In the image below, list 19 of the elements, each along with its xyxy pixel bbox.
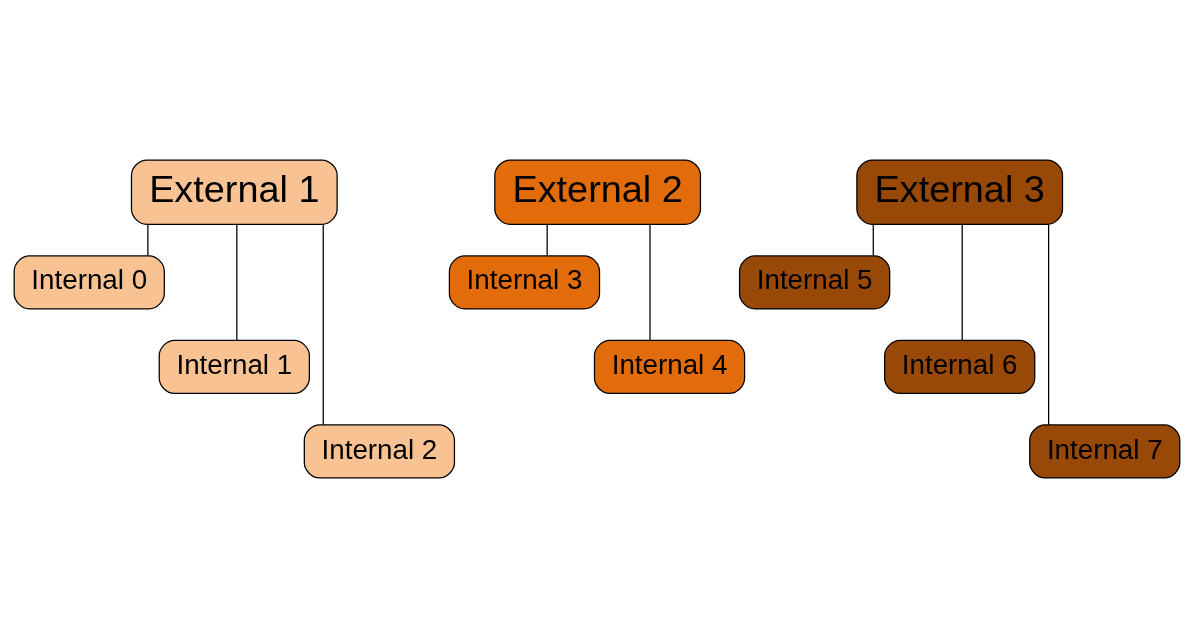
node-box: Internal 5 [738, 254, 891, 310]
node-box: External 1 [130, 158, 338, 225]
node-box: External 3 [856, 158, 1064, 225]
connector [147, 223, 149, 256]
node-box: Internal 7 [1029, 423, 1181, 479]
node-box: Internal 1 [158, 339, 310, 394]
connector [322, 223, 324, 425]
node-box: Internal 3 [448, 254, 601, 310]
connector [236, 223, 238, 341]
node-box: Internal 2 [303, 423, 456, 479]
node-box: Internal 6 [884, 339, 1036, 394]
connector [649, 223, 651, 341]
connector [961, 223, 963, 341]
connector [872, 223, 874, 256]
node-box: External 2 [494, 158, 702, 225]
connector [546, 223, 548, 256]
connector [1048, 223, 1050, 425]
node-box: Internal 0 [13, 254, 165, 310]
node-box: Internal 4 [593, 339, 746, 394]
